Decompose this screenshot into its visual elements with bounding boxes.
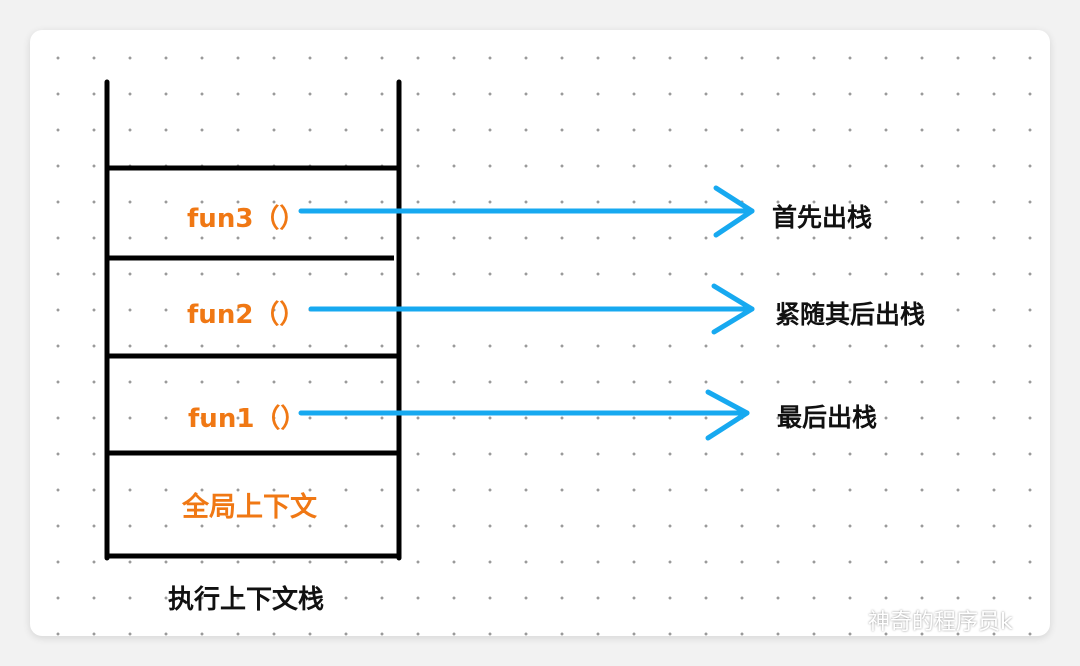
arrow-fun1	[298, 389, 750, 441]
watermark-text: 神奇的程序员k	[868, 610, 1013, 635]
action-label-fun3: 首先出栈	[772, 203, 873, 232]
arrow-fun2	[308, 283, 755, 335]
frame-label-fun1: fun1（）	[188, 404, 307, 434]
wechat-icon	[826, 607, 860, 632]
action-label-fun2: 紧随其后出栈	[775, 300, 926, 329]
global-context-label: 全局上下文	[182, 492, 317, 523]
frame-label-fun2: fun2（）	[187, 300, 306, 330]
stack-caption: 执行上下文栈	[168, 585, 325, 615]
arrow-fun3	[298, 185, 755, 238]
frame-label-fun3: fun3（）	[187, 204, 306, 234]
watermark: 神奇的程序员k	[824, 603, 1064, 637]
diagram-canvas	[30, 30, 1050, 636]
action-label-fun1: 最后出栈	[777, 403, 878, 432]
